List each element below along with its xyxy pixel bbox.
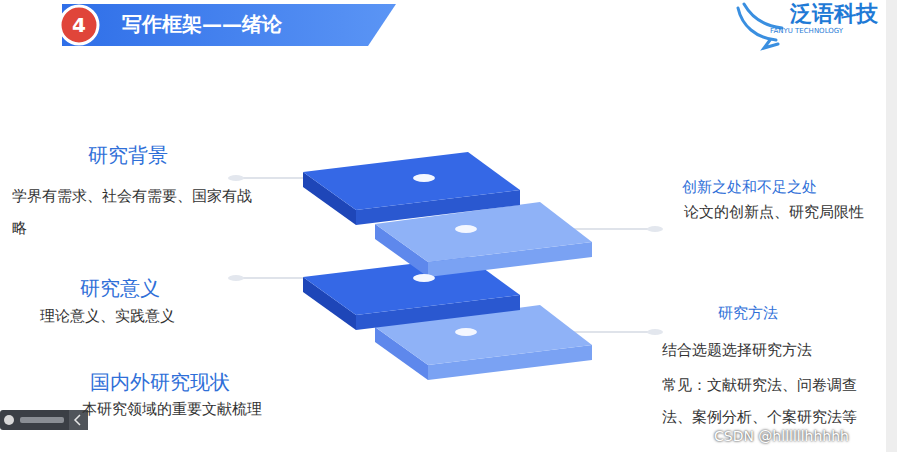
section-heading: 创新之处和不足之处 (682, 176, 872, 198)
logo-text: 泛语科技 (790, 0, 878, 28)
section-body: 学界有需求、社会有需要、国家有战略 (12, 180, 252, 244)
section-body: 结合选题选择研究方法 (662, 339, 882, 361)
number-badge (60, 6, 98, 44)
section-heading: 研究方法 (718, 302, 838, 324)
watermark: CSDN @hllllllhhhhh (714, 427, 849, 445)
callout-number: 4 (60, 12, 98, 38)
logo-dolphin (738, 4, 782, 48)
section-body: 理论意义、实践意义 (40, 305, 240, 327)
tile-dots (413, 174, 477, 336)
edge-bar (886, 0, 897, 452)
logo-subtext: FANYU TECHNOLOGY (770, 26, 843, 36)
slide-title: 写作框架——绪论 (122, 11, 282, 37)
section-body: 常见：文献研究法、问卷调查法、案例分析、个案研究法等 (662, 369, 884, 433)
section-body: 论文的创新点、研究局限性 (684, 204, 880, 221)
leader-lines (238, 178, 652, 332)
section-body: 本研究领域的重要文献梳理 (82, 398, 302, 420)
player-toolbar (0, 410, 88, 430)
section-heading: 国内外研究现状 (60, 369, 260, 395)
section-heading: 研究意义 (40, 275, 200, 301)
tile (303, 152, 520, 225)
section-heading: 研究背景 (48, 142, 208, 168)
header-banner (62, 4, 396, 46)
